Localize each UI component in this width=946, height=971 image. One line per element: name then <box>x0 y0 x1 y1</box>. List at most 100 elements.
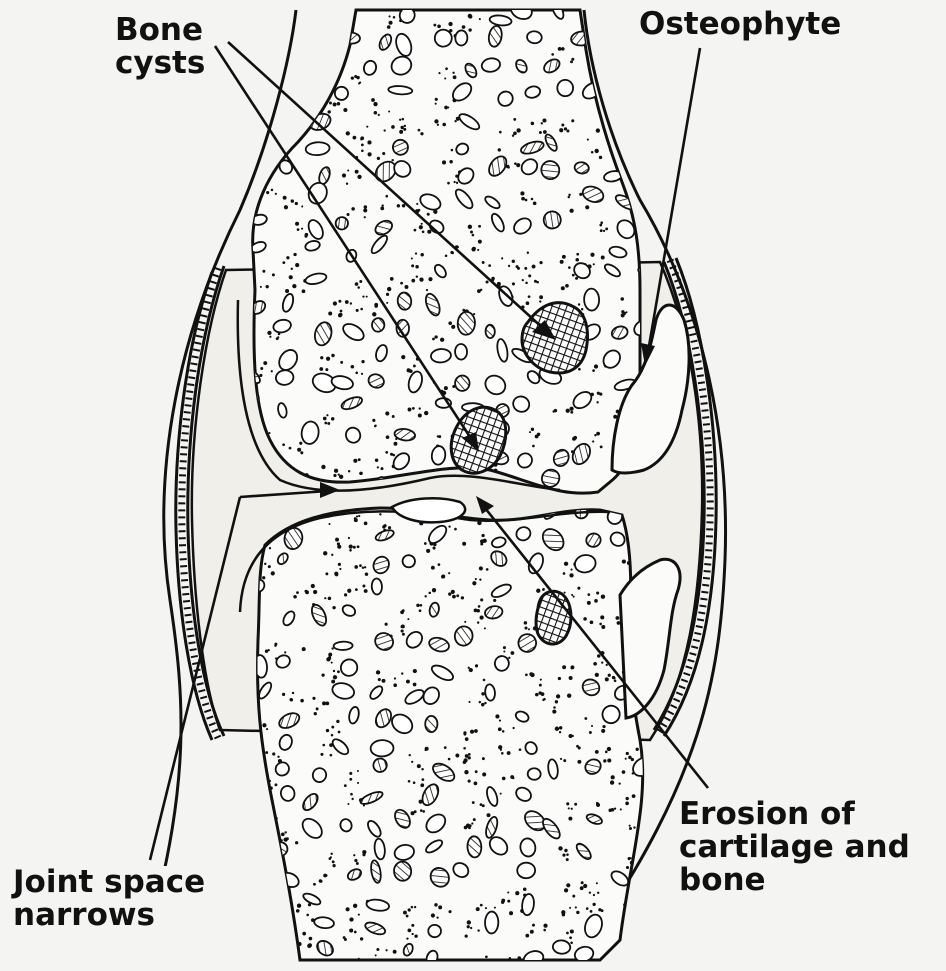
stipple-dot <box>468 15 472 19</box>
stipple-dot <box>568 817 572 821</box>
stipple-dot <box>468 756 471 759</box>
stipple-dot <box>413 781 416 784</box>
stipple-dot <box>501 752 504 755</box>
stipple-dot <box>362 585 365 588</box>
stipple-dot <box>451 325 455 329</box>
stipple-dot <box>634 105 638 109</box>
stipple-dot <box>257 803 259 805</box>
stipple-dot <box>308 943 312 947</box>
stipple-dot <box>272 752 275 755</box>
stipple-dot <box>280 35 284 39</box>
stipple-dot <box>264 563 266 565</box>
stipple-dot <box>416 203 418 205</box>
stipple-dot <box>432 338 435 341</box>
stipple-dot <box>357 782 359 784</box>
stipple-dot <box>619 782 621 784</box>
stipple-dot <box>366 126 368 128</box>
stipple-dot <box>500 793 502 795</box>
stipple-dot <box>348 470 350 472</box>
stipple-dot <box>320 880 323 883</box>
stipple-dot <box>328 311 332 315</box>
stipple-dot <box>419 278 423 282</box>
stipple-dot <box>455 754 459 758</box>
label-joint-space-line-2: narrows <box>13 899 205 932</box>
stipple-dot <box>435 103 437 105</box>
stipple-dot <box>388 526 391 529</box>
stipple-dot <box>438 563 441 566</box>
stipple-dot <box>562 665 566 669</box>
stipple-dot <box>507 751 511 755</box>
stipple-dot <box>265 751 268 754</box>
stipple-dot <box>451 149 454 152</box>
stipple-dot <box>416 604 419 607</box>
stipple-dot <box>358 458 361 461</box>
stipple-dot <box>448 321 452 325</box>
stipple-dot <box>462 25 466 29</box>
stipple-dot <box>313 883 316 886</box>
stipple-dot <box>328 110 331 113</box>
stipple-dot <box>560 260 564 264</box>
stipple-dot <box>362 295 364 297</box>
stipple-dot <box>297 75 300 78</box>
stipple-dot <box>262 576 265 579</box>
stipple-dot <box>633 101 635 103</box>
stipple-dot <box>486 280 489 283</box>
stipple-dot <box>555 700 558 703</box>
stipple-dot <box>629 825 631 827</box>
stipple-dot <box>444 746 447 749</box>
stipple-dot <box>372 312 376 316</box>
stipple-dot <box>591 725 593 727</box>
stipple-dot <box>392 454 395 457</box>
stipple-dot <box>355 282 359 286</box>
stipple-dot <box>516 265 519 268</box>
stipple-dot <box>408 780 411 783</box>
stipple-dot <box>596 803 600 807</box>
stipple-dot <box>414 906 416 908</box>
stipple-dot <box>300 451 303 454</box>
stipple-dot <box>346 183 348 185</box>
stipple-dot <box>263 779 266 782</box>
stipple-dot <box>357 545 360 548</box>
stipple-dot <box>271 571 275 575</box>
stipple-dot <box>283 196 287 200</box>
stipple-dot <box>482 757 485 760</box>
stipple-dot <box>481 703 485 707</box>
stipple-dot <box>292 284 296 288</box>
stipple-dot <box>560 758 562 760</box>
stipple-dot <box>364 566 366 568</box>
stipple-dot <box>264 818 268 822</box>
stipple-dot <box>581 308 583 310</box>
stipple-dot <box>601 256 605 260</box>
stipple-dot <box>626 866 629 869</box>
stipple-dot <box>401 625 404 628</box>
stipple-dot <box>583 617 587 621</box>
stipple-dot <box>424 749 426 751</box>
stipple-dot <box>333 474 336 477</box>
stipple-dot <box>329 102 332 105</box>
stipple-dot <box>326 657 330 661</box>
stipple-dot <box>415 265 418 268</box>
stipple-dot <box>600 445 603 448</box>
stipple-dot <box>568 807 570 809</box>
stipple-dot <box>336 720 339 723</box>
stipple-dot <box>379 513 381 515</box>
stipple-dot <box>394 677 396 679</box>
stipple-dot <box>297 228 300 231</box>
stipple-dot <box>265 835 269 839</box>
stipple-dot <box>572 274 575 277</box>
stipple-dot <box>401 629 404 632</box>
stipple-dot <box>400 126 403 129</box>
stipple-dot <box>567 693 571 697</box>
trabecula <box>248 896 272 916</box>
stipple-dot <box>260 286 262 288</box>
stipple-dot <box>347 803 349 805</box>
stipple-dot <box>386 293 389 296</box>
stipple-dot <box>282 693 285 696</box>
stipple-dot <box>355 588 358 591</box>
trabecula <box>252 9 265 24</box>
stipple-dot <box>407 368 411 372</box>
stipple-dot <box>297 904 301 908</box>
stipple-dot <box>454 528 457 531</box>
stipple-dot <box>601 594 605 598</box>
stipple-dot <box>467 925 470 928</box>
